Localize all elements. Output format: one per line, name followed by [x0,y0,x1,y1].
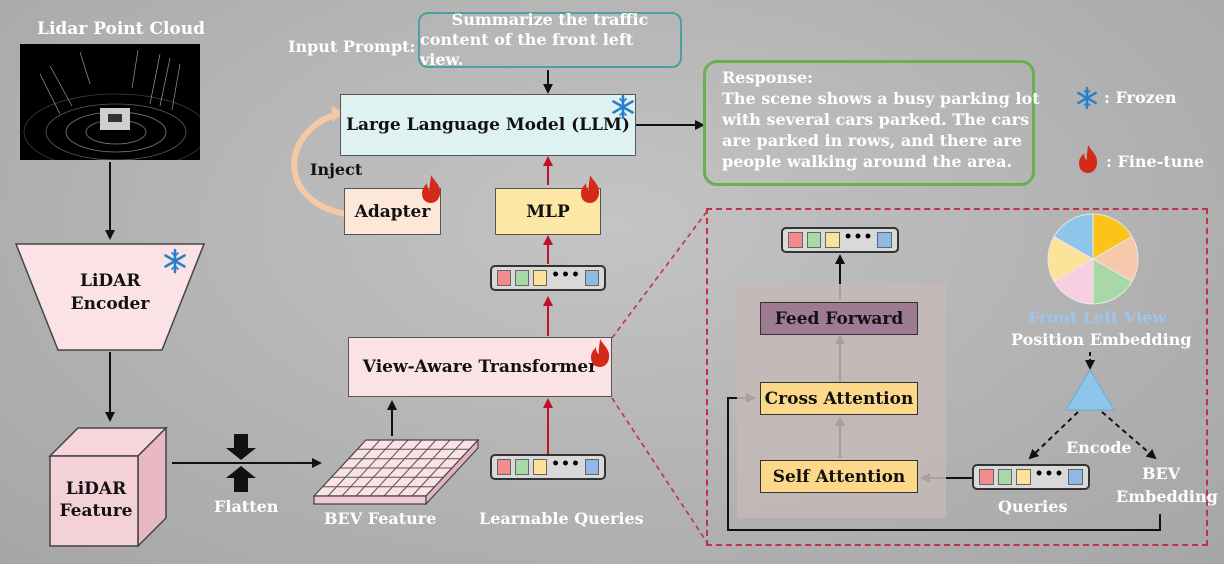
lidar-point-cloud-label: Lidar Point Cloud [37,19,206,39]
token [997,469,1013,485]
lidar-feature-label-2: Feature [59,501,133,521]
bev-embedding-label-1: BEV [1142,464,1181,483]
response-box: Response: The scene shows a busy parking… [703,60,1040,186]
token [1068,469,1083,485]
transformer-detail-frame [706,208,1208,546]
response-line-1: The scene shows a busy parking lot [722,89,1040,108]
legend-fine-tune-label: : Fine-tune [1106,152,1205,171]
lidar-encoder-block [14,243,206,351]
learnable-queries-label: Learnable Queries [479,509,644,528]
token [515,270,530,286]
token [877,232,892,248]
token [825,232,840,248]
lidar-encoder-label-1: LiDAR [80,271,141,291]
learnable-queries-tokens: ••• [490,454,606,480]
cross-attention-label: Cross Attention [764,388,914,409]
queries-tokens: ••• [972,464,1090,490]
input-prompt-box: Summarize the traffic content of the fro… [418,10,682,69]
adapter-label: Adapter [354,201,431,222]
transformer-output-tokens: ••• [490,265,606,291]
prompt-line-2: content of the front left view. [420,30,634,69]
lidar-point-cloud-image [20,44,200,160]
bev-feature-label: BEV Feature [324,509,437,528]
flatten-arrows-icon [226,434,256,492]
input-prompt-label: Input Prompt: [288,37,416,56]
response-line-3: are parked in rows, and there are [722,131,1022,150]
flame-icon [588,338,612,368]
bev-feature-grid [312,438,480,506]
token [497,459,512,475]
detail-output-tokens: ••• [781,227,899,253]
self-attention-block: Self Attention [760,460,918,493]
feed-forward-label: Feed Forward [774,308,904,329]
front-left-view-label: Front Left View [1028,308,1167,327]
lidar-feature-label-1: LiDAR [65,479,127,499]
view-aware-transformer-label: View-Aware Transformer [362,357,598,377]
view-aware-transformer-block: View-Aware Transformer [348,337,612,397]
point-cloud-render [23,49,200,160]
snowflake-icon [1075,86,1099,110]
lidar-encoder-label-2: Encoder [70,294,150,314]
mlp-block: MLP [495,188,601,235]
token [515,459,530,475]
flame-icon [419,174,443,204]
token [806,232,822,248]
encode-label: Encode [1066,438,1132,457]
response-line-2: with several cars parked. The cars [722,110,1030,129]
bev-embedding-label-2: Embedding [1116,487,1218,506]
token [1016,469,1031,485]
snowflake-icon [162,248,188,274]
flatten-label: Flatten [214,497,279,516]
flame-icon [578,174,602,204]
snowflake-icon [610,94,636,120]
lidar-feature-block [48,426,168,548]
prompt-line-1: Summarize the traffic [451,10,649,29]
token [533,270,548,286]
cross-attention-block: Cross Attention [760,382,918,415]
encode-sector-icon [1065,369,1115,411]
view-pie-icon [1047,213,1139,305]
position-embedding-label: Position Embedding [1011,330,1192,349]
mlp-label: MLP [526,201,570,222]
response-title: Response: [722,68,814,87]
token [584,459,599,475]
self-attention-label: Self Attention [772,466,906,487]
inject-label: Inject [310,160,363,179]
token [533,459,548,475]
flame-icon [1076,144,1100,174]
llm-block: Large Language Model (LLM) [340,94,636,156]
token [979,469,994,485]
response-line-4: people walking around the area. [722,152,1013,171]
legend-frozen-label: : Frozen [1104,88,1177,107]
llm-label: Large Language Model (LLM) [346,115,630,135]
token [497,270,512,286]
token [584,270,599,286]
feed-forward-block: Feed Forward [760,302,918,335]
queries-label: Queries [998,497,1068,516]
token [788,232,803,248]
